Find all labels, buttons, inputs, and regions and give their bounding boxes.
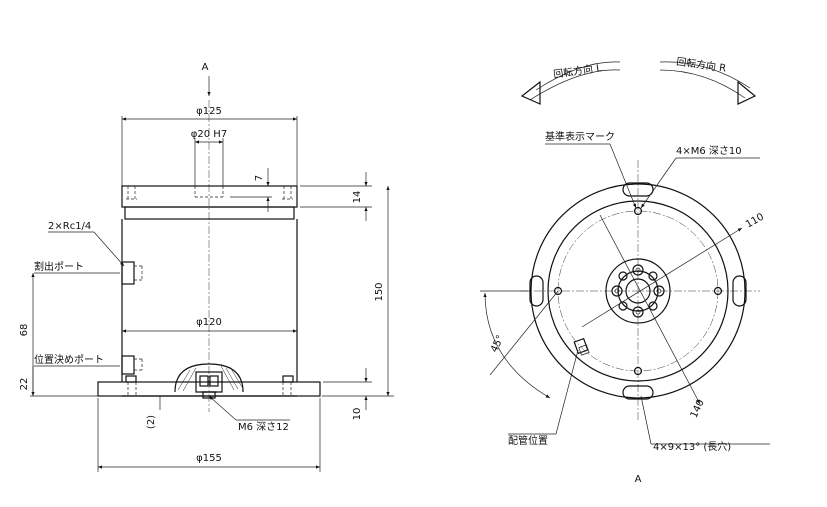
dim-shaft-bore: φ20 H7 <box>191 129 227 140</box>
dim-base-dia: φ155 <box>196 453 222 464</box>
label-ref-mark: 基準表示マーク <box>545 130 615 143</box>
dim-small-gap: (2) <box>146 415 157 429</box>
dim-angle: 45° <box>489 334 506 355</box>
front-view-marker: A <box>635 474 642 485</box>
dim-top-flange-h: 14 <box>352 191 363 204</box>
label-piping-pos: 配管位置 <box>508 434 548 447</box>
dim-total-height: 150 <box>374 282 385 301</box>
section-hatch <box>177 365 243 392</box>
dim-body-dia: φ120 <box>196 317 222 328</box>
dim-base-h: 10 <box>352 408 363 421</box>
label-position-port: 位置決めポート <box>34 353 104 366</box>
label-tap-holes: 4×M6 深さ10 <box>676 145 742 157</box>
label-slots: 4×9×13° (長穴) <box>653 440 731 453</box>
side-view: A φ125 φ20 H7 7 <box>19 62 394 472</box>
dim-pcd-inner: 110 <box>744 212 766 231</box>
dim-outer-flange-dia: φ125 <box>196 106 222 117</box>
dim-top-depth: 7 <box>254 175 265 181</box>
label-rc-port: 2×Rc1/4 <box>48 221 91 232</box>
label-tap-note: M6 深さ12 <box>238 421 289 433</box>
hub-holes <box>611 264 665 318</box>
side-view-marker: A <box>202 62 209 73</box>
dim-lower-port-height: 22 <box>19 378 30 391</box>
rotation-left: 回転方向 L <box>552 61 603 81</box>
front-view: 回転方向 L 回転方向 R <box>480 55 770 485</box>
dim-port-height: 68 <box>19 324 30 337</box>
label-split-port: 割出ポート <box>34 260 84 273</box>
dim-pcd-outer: 140 <box>689 398 707 420</box>
